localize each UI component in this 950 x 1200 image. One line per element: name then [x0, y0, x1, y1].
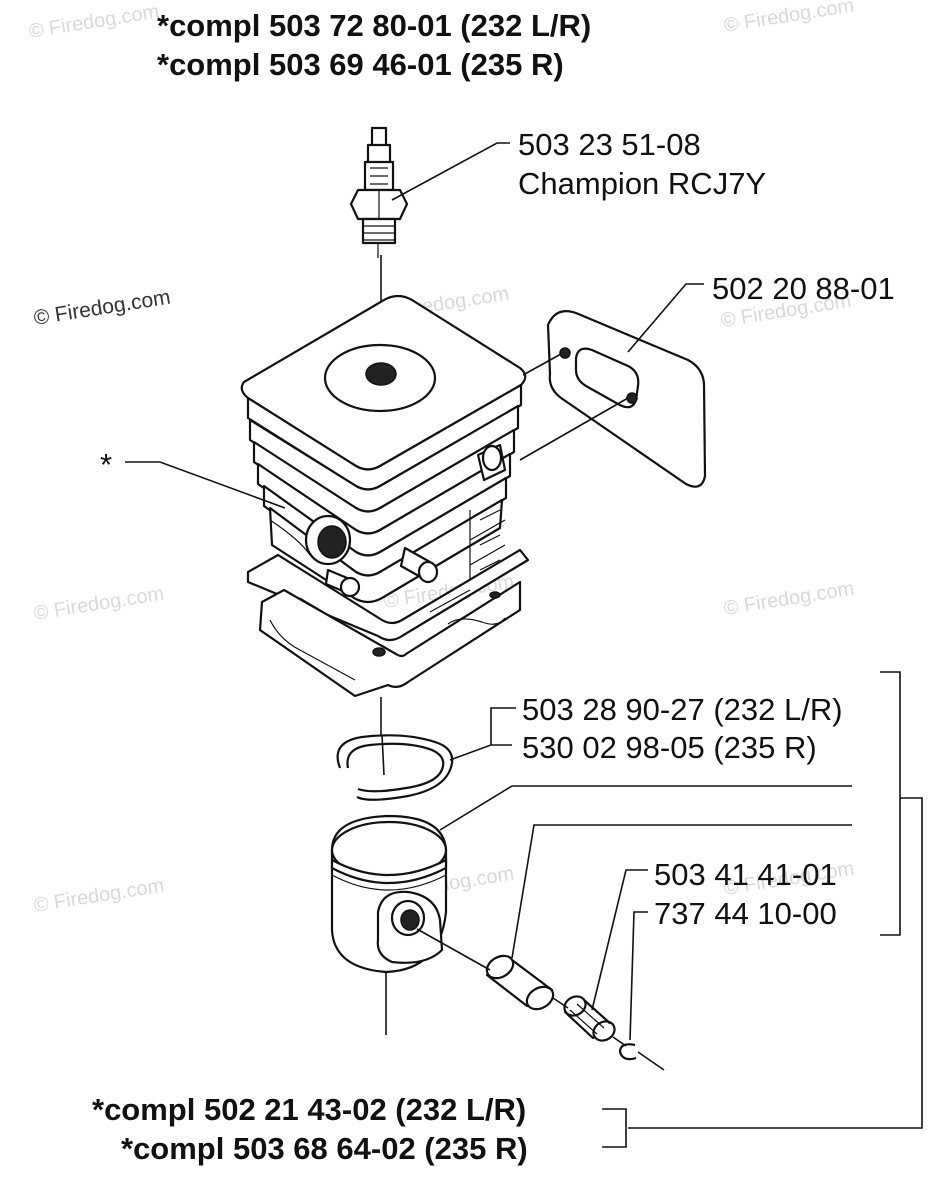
watermark: © Firedog.com: [722, 578, 855, 620]
watermark: © Firedog.com: [722, 0, 855, 37]
cylinder-leader: [125, 461, 286, 509]
circlip: [618, 1043, 637, 1061]
assembly-bracket-connector: [628, 797, 923, 1129]
circlip-part-number: 737 44 10-00: [654, 896, 837, 931]
footer-compl-232: *compl 502 21 43-02 (232 L/R): [92, 1092, 526, 1127]
gudgeon-pin: [485, 954, 555, 1011]
needle-bearing: [563, 995, 616, 1042]
cylinder-marker: *: [100, 447, 112, 482]
piston: [330, 814, 448, 1035]
ring-leader: [449, 707, 516, 761]
header-compl-235: *compl 503 69 46-01 (235 R): [157, 47, 564, 82]
piston-ring: [336, 734, 454, 801]
circlip-leader: [629, 911, 648, 1041]
assembly-bracket: [880, 671, 901, 936]
watermark: © Firedog.com: [32, 583, 165, 625]
cylinder: [240, 294, 530, 698]
watermark: © Firedog.com: [32, 875, 165, 917]
ring-235-part-number: 530 02 98-05 (235 R): [522, 730, 817, 765]
watermark-main: © Firedog.com: [32, 286, 172, 330]
spark-plug-model: Champion RCJ7Y: [518, 166, 766, 201]
bearing-part-number: 503 41 41-01: [654, 857, 837, 892]
footer-bracket: [602, 1108, 627, 1148]
ring-232-part-number: 503 28 90-27 (232 L/R): [522, 692, 843, 727]
header-compl-232: *compl 503 72 80-01 (232 L/R): [157, 8, 591, 43]
watermark: © Firedog.com: [27, 1, 160, 43]
gasket-leader: [627, 283, 704, 353]
spark-plug-leader: [391, 142, 510, 201]
spark-plug: [349, 126, 409, 258]
footer-compl-235: *compl 503 68 64-02 (235 R): [121, 1131, 528, 1166]
gasket-part-number: 502 20 88-01: [712, 271, 895, 306]
bearing-leader: [591, 869, 648, 1011]
pin-leader: [511, 824, 852, 959]
spark-plug-part-number: 503 23 51-08: [518, 127, 701, 162]
piston-leader: [439, 785, 852, 831]
